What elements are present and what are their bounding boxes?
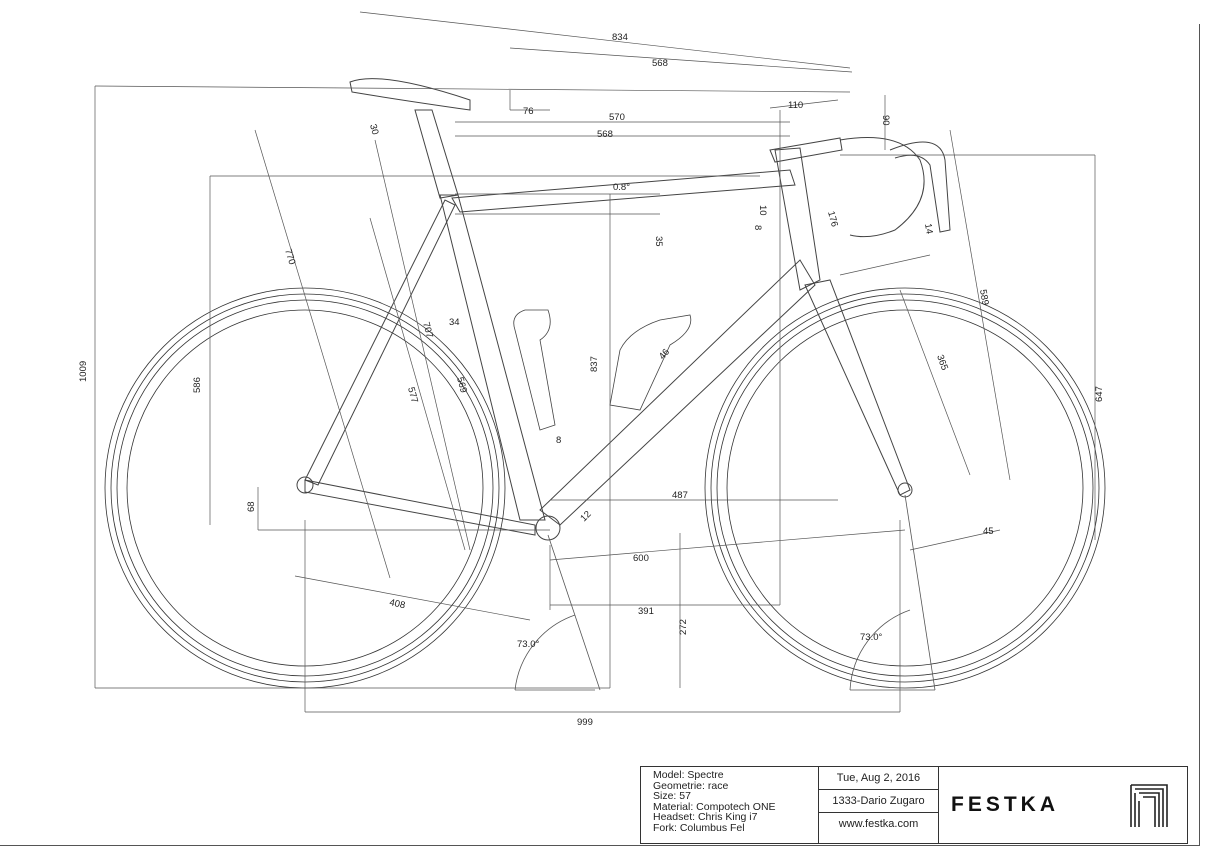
spec-model: Model: Spectre	[653, 769, 724, 781]
sheet-border-bottom	[0, 845, 1200, 846]
dim-68: 68	[246, 501, 257, 512]
dim-90: 90	[880, 115, 891, 126]
dim-10: 10	[757, 205, 768, 216]
dim-46: 46	[657, 347, 672, 362]
dim-568-top: 568	[652, 58, 668, 69]
dim-76: 76	[523, 106, 534, 117]
dim-834: 834	[612, 32, 628, 43]
drawing-date: Tue, Aug 2, 2016	[819, 767, 938, 790]
festka-logo-icon	[1130, 784, 1168, 827]
dim-176: 176	[825, 210, 840, 228]
dim-577: 577	[405, 386, 420, 404]
dim-647: 647	[1094, 386, 1105, 402]
dim-568-mid: 568	[597, 129, 613, 140]
dim-110: 110	[788, 100, 803, 111]
dim-487: 487	[672, 490, 688, 501]
dimension-lines	[94, 11, 1096, 713]
angle-seat-73: 73.0°	[517, 639, 539, 650]
dim-589: 589	[977, 289, 991, 307]
angle-arcs	[514, 494, 936, 691]
spec-fork: Fork: Columbus Fel	[653, 821, 745, 834]
dim-569: 569	[454, 376, 469, 394]
dim-600: 600	[633, 553, 649, 564]
dim-14: 14	[922, 223, 935, 235]
dim-999-wheelbase: 999	[577, 717, 593, 728]
dim-272: 272	[678, 619, 689, 635]
dim-30: 30	[367, 123, 380, 136]
dim-570: 570	[609, 112, 625, 123]
dim-408: 408	[388, 597, 406, 611]
spec-headset: Headset: Chris King i7	[653, 811, 758, 823]
spec-material: Material: Compotech ONE	[653, 800, 776, 813]
dim-8-stem: 8	[752, 225, 763, 230]
dim-365: 365	[934, 353, 950, 372]
frame	[296, 78, 951, 541]
dim-8-cage: 8	[556, 435, 561, 446]
dim-1009: 1009	[78, 361, 89, 382]
dim-586: 586	[192, 377, 203, 393]
sheet-border-right	[1199, 24, 1200, 846]
brand-name: FESTKA	[951, 793, 1059, 816]
dim-770: 770	[282, 248, 297, 266]
spec-list: Model: Spectre Geometrie: race Size: 57 …	[641, 767, 819, 843]
front-wheel	[704, 287, 1106, 689]
dim-707: 707	[420, 321, 435, 339]
dim-0-8-deg: 0.8°	[613, 182, 630, 193]
dim-391: 391	[638, 606, 654, 617]
spec-size: Size: 57	[653, 790, 691, 802]
dim-34: 34	[449, 317, 460, 328]
angle-head-73: 73.0°	[860, 632, 882, 643]
dimension-labels: 834 568 76 570 568 110 90 30 0.8° 10 8 3…	[78, 32, 1105, 728]
water-bottles	[513, 309, 692, 431]
meta-column: Tue, Aug 2, 2016 1333-Dario Zugaro www.f…	[819, 767, 939, 843]
dim-12: 12	[578, 509, 593, 524]
website-link[interactable]: www.festka.com	[838, 818, 919, 830]
order-number: 1333-Dario Zugaro	[819, 790, 938, 813]
dim-45: 45	[983, 526, 994, 537]
title-block: Model: Spectre Geometrie: race Size: 57 …	[640, 766, 1188, 844]
brand-area: FESTKA	[939, 767, 1187, 843]
dim-35: 35	[653, 236, 664, 247]
spec-geometry: Geometrie: race	[653, 779, 729, 792]
dim-837: 837	[589, 356, 600, 372]
